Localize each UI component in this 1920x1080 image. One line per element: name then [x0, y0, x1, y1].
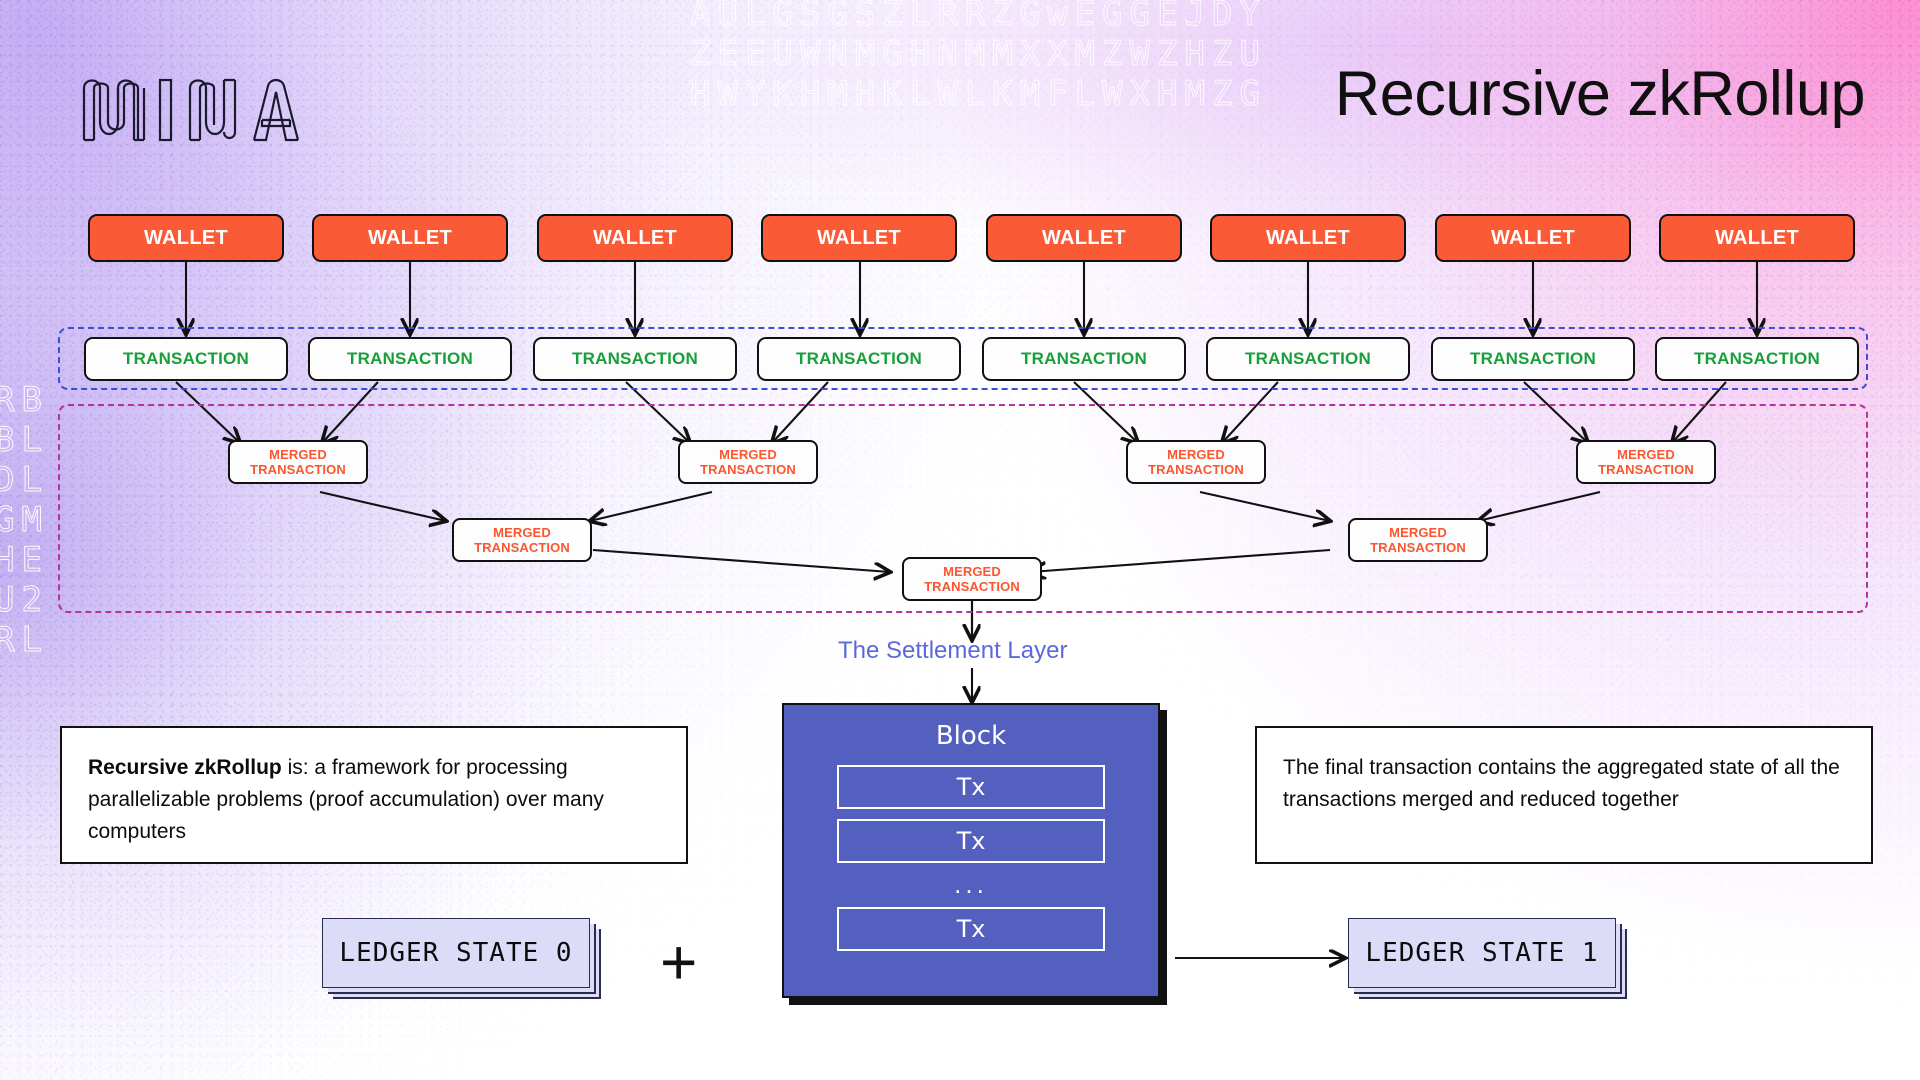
- note-left: Recursive zkRollup is: a framework for p…: [60, 726, 688, 864]
- transaction-group-container: [58, 327, 1868, 390]
- merged-label-line2: TRANSACTION: [700, 462, 796, 477]
- merged-label-line2: TRANSACTION: [1598, 462, 1694, 477]
- transaction-box-8[interactable]: TRANSACTION: [1655, 337, 1859, 381]
- note-left-rest: is: a framework for processing paralleli…: [88, 756, 604, 843]
- merged-label-line1: MERGED: [1617, 447, 1675, 462]
- transaction-label: TRANSACTION: [347, 349, 473, 368]
- merged-label-line1: MERGED: [493, 525, 551, 540]
- wallet-box-5[interactable]: WALLET: [986, 214, 1182, 262]
- transaction-box-3[interactable]: TRANSACTION: [533, 337, 737, 381]
- wallet-label: WALLET: [1490, 226, 1575, 249]
- transaction-label: TRANSACTION: [1694, 349, 1820, 368]
- wallet-box-1[interactable]: WALLET: [88, 214, 284, 262]
- note-left-lead: Recursive zkRollup: [88, 756, 282, 779]
- merged-label-line2: TRANSACTION: [1370, 540, 1466, 555]
- transaction-box-6[interactable]: TRANSACTION: [1206, 337, 1410, 381]
- wallet-label: WALLET: [367, 226, 452, 249]
- ledger-state-before-label: LEDGER STATE 0: [339, 938, 573, 968]
- plus-operator: +: [660, 926, 698, 998]
- page-title: Recursive zkRollup: [1334, 59, 1866, 129]
- block-container: Block Tx Tx ... Tx: [782, 703, 1160, 998]
- note-right-text: The final transaction contains the aggre…: [1283, 756, 1840, 811]
- wallet-label: WALLET: [592, 226, 677, 249]
- transaction-label: TRANSACTION: [1245, 349, 1371, 368]
- transaction-box-7[interactable]: TRANSACTION: [1431, 337, 1635, 381]
- merged-label-line1: MERGED: [1389, 525, 1447, 540]
- merged-label-line1: MERGED: [1167, 447, 1225, 462]
- transaction-box-2[interactable]: TRANSACTION: [308, 337, 512, 381]
- transaction-label: TRANSACTION: [796, 349, 922, 368]
- merged-label-line1: MERGED: [719, 447, 777, 462]
- block-tx-row-3: Tx: [837, 907, 1105, 951]
- merged-label-line2: TRANSACTION: [250, 462, 346, 477]
- ledger-state-after: LEDGER STATE 1: [1348, 918, 1616, 988]
- block-tx-row-1: Tx: [837, 765, 1105, 809]
- wallet-label: WALLET: [816, 226, 901, 249]
- ledger-state-before: LEDGER STATE 0: [322, 918, 590, 988]
- transaction-box-4[interactable]: TRANSACTION: [757, 337, 961, 381]
- background-glyph-pattern-top: AULGSGSZLRRZGwEGGEJDY ZEEUWNMGHNMMXXMZWZ…: [690, 0, 1267, 115]
- note-right: The final transaction contains the aggre…: [1255, 726, 1873, 864]
- mina-logo: [82, 78, 300, 142]
- transaction-label: TRANSACTION: [123, 349, 249, 368]
- merged-label-line2: TRANSACTION: [924, 579, 1020, 594]
- merged-transaction-group-container: [58, 404, 1868, 613]
- transaction-box-1[interactable]: TRANSACTION: [84, 337, 288, 381]
- wallet-box-2[interactable]: WALLET: [312, 214, 508, 262]
- wallet-label: WALLET: [1265, 226, 1350, 249]
- settlement-layer-label: The Settlement Layer: [838, 637, 1068, 664]
- merged-label-line1: MERGED: [269, 447, 327, 462]
- block-tx-row-2: Tx: [837, 819, 1105, 863]
- block-tx-ellipsis: ...: [954, 869, 988, 899]
- ledger-state-after-label: LEDGER STATE 1: [1365, 938, 1599, 968]
- wallet-box-6[interactable]: WALLET: [1210, 214, 1406, 262]
- wallet-label: WALLET: [143, 226, 228, 249]
- wallet-label: WALLET: [1714, 226, 1799, 249]
- block-title: Block: [935, 721, 1007, 751]
- wallet-box-4[interactable]: WALLET: [761, 214, 957, 262]
- block-transaction-list: Tx Tx ... Tx: [837, 765, 1105, 961]
- wallet-box-7[interactable]: WALLET: [1435, 214, 1631, 262]
- merged-label-line2: TRANSACTION: [474, 540, 570, 555]
- background-glyph-pattern-left: RB BL DL GM HE U2 RL: [0, 380, 49, 661]
- wallet-label: WALLET: [1041, 226, 1126, 249]
- wallet-box-3[interactable]: WALLET: [537, 214, 733, 262]
- transaction-label: TRANSACTION: [1021, 349, 1147, 368]
- wallet-box-8[interactable]: WALLET: [1659, 214, 1855, 262]
- merged-label-line1: MERGED: [943, 564, 1001, 579]
- transaction-label: TRANSACTION: [572, 349, 698, 368]
- transaction-box-5[interactable]: TRANSACTION: [982, 337, 1186, 381]
- merged-label-line2: TRANSACTION: [1148, 462, 1244, 477]
- transaction-label: TRANSACTION: [1470, 349, 1596, 368]
